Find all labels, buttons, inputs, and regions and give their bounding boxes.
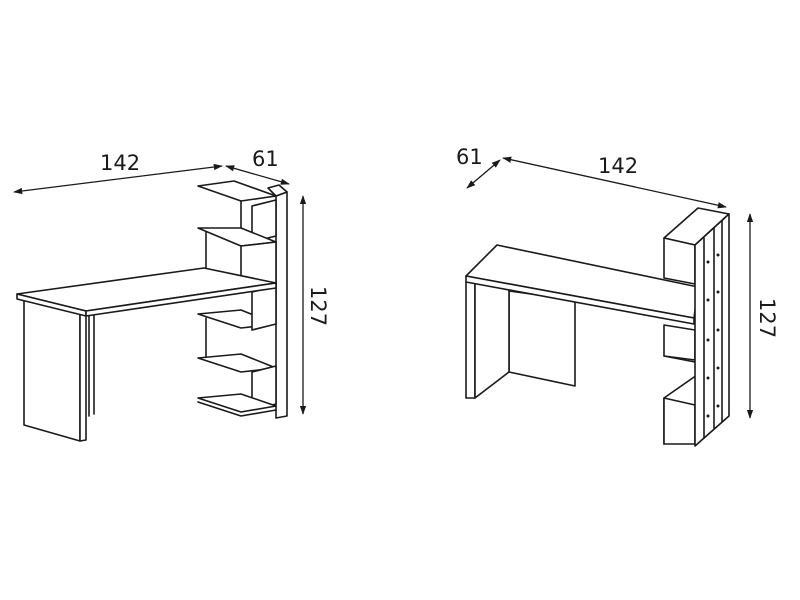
left-height-dimension: 127	[299, 195, 330, 415]
left-height-label: 127	[306, 286, 330, 326]
right-width-label: 142	[598, 154, 638, 178]
right-height-label: 127	[755, 298, 779, 338]
right-desk-view: 61 142 127	[456, 145, 779, 447]
left-width-dimension: 142	[13, 151, 223, 195]
right-shelf-tower	[663, 207, 730, 447]
left-width-label: 142	[100, 151, 140, 175]
right-rear-leg-panel	[508, 290, 576, 387]
left-desk-top	[16, 267, 277, 317]
left-shelf-back-panel	[267, 184, 288, 419]
right-front-leg-panel	[465, 281, 510, 399]
right-depth-label: 61	[456, 145, 483, 169]
right-height-dimension: 127	[746, 213, 779, 419]
right-width-dimension: 142	[502, 154, 727, 209]
left-depth-dimension: 61	[225, 147, 290, 185]
left-depth-label: 61	[252, 147, 279, 171]
left-desk-view: 142 61 127	[13, 147, 330, 442]
right-depth-dimension: 61	[456, 145, 501, 189]
left-desk-leg-panel	[23, 297, 95, 442]
